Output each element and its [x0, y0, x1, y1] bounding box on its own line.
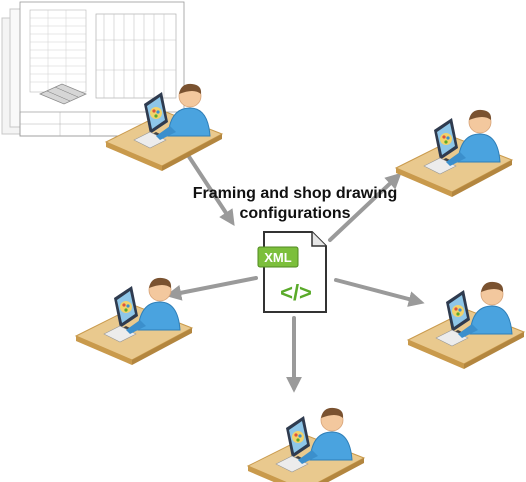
technical-drawing-sheet	[1, 1, 185, 137]
file-badge: XML	[264, 250, 292, 265]
diagram-caption: Framing and shop drawing configurations	[150, 184, 440, 224]
user-workstation-icon	[407, 281, 525, 370]
caption-line-2: configurations	[239, 205, 351, 222]
xml-file-icon: XML </>	[257, 231, 327, 313]
arrow-to-left	[165, 276, 258, 301]
arrow-to-right	[334, 278, 425, 307]
user-workstation-icon	[75, 277, 193, 366]
user-workstation-icon	[247, 407, 365, 482]
arrow-to-top-right	[328, 172, 402, 242]
caption-line-1: Framing and shop drawing	[192, 185, 398, 202]
file-symbol: </>	[280, 280, 312, 305]
